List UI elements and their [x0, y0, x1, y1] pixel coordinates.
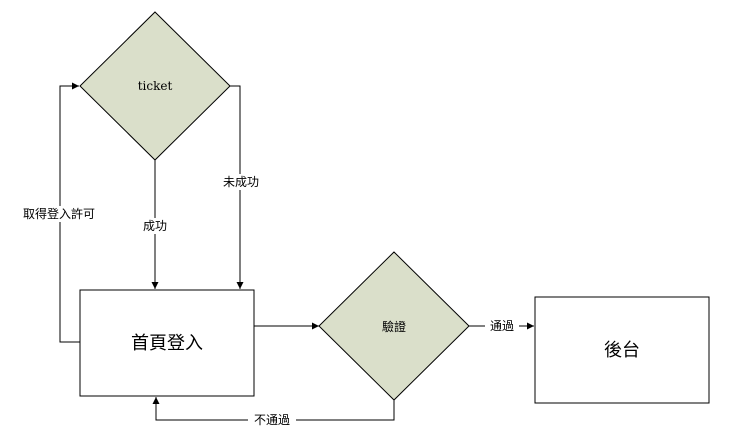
home-login-box — [79, 289, 255, 397]
node-ticket: ticket — [79, 11, 231, 161]
edge-label-not-pass: 不通過 — [254, 413, 290, 427]
ticket-diamond — [79, 11, 231, 161]
edge-label-pass: 通過 — [490, 319, 514, 333]
node-verify: 驗證 — [318, 251, 470, 401]
node-home-login: 首頁登入 — [79, 289, 255, 397]
verify-diamond — [318, 251, 470, 401]
edge-labels: 取得登入許可 成功 未成功 通過 不通過 — [16, 174, 519, 428]
home-login-label: 首頁登入 — [131, 333, 203, 354]
backend-label: 後台 — [604, 340, 640, 361]
node-backend: 後台 — [534, 296, 710, 404]
backend-box — [534, 296, 710, 404]
edge-label-fail: 未成功 — [223, 175, 259, 189]
verify-label: 驗證 — [382, 319, 406, 334]
edge-label-success: 成功 — [143, 219, 167, 233]
edge-fail — [230, 85, 244, 289]
ticket-label: ticket — [138, 79, 173, 93]
edge-label-get-permission: 取得登入許可 — [23, 206, 95, 221]
